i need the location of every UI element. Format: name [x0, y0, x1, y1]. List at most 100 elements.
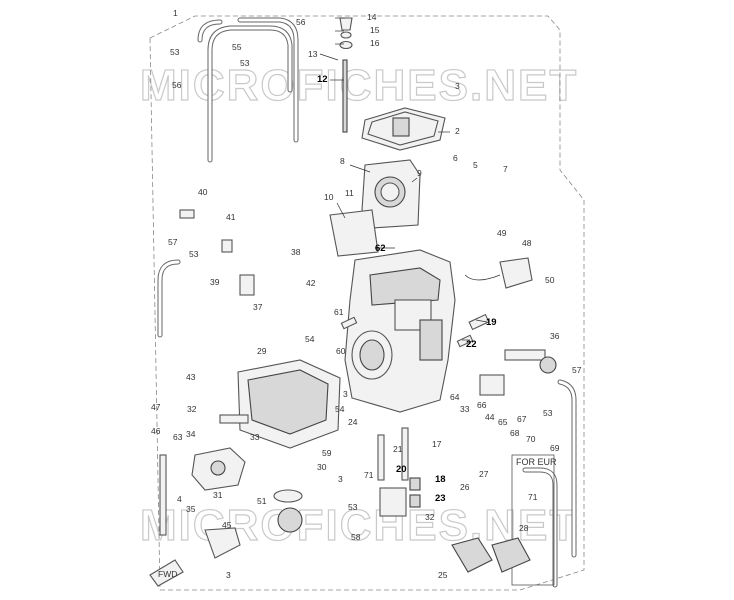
callout-28: 28	[519, 523, 529, 533]
callout-57b: 57	[572, 365, 582, 375]
pump-cover	[191, 447, 246, 491]
watermark-top: MICROFICHES.NET	[140, 61, 578, 110]
callout-1: 1	[173, 8, 178, 18]
callout-69: 69	[550, 443, 560, 453]
callout-29: 29	[257, 346, 267, 356]
callout-11: 11	[345, 188, 354, 198]
callout-24: 24	[348, 417, 358, 427]
carburetor-body	[344, 249, 456, 413]
callout-32a: 32	[187, 404, 197, 414]
callout-59: 59	[322, 448, 332, 458]
callout-66: 66	[477, 400, 487, 410]
callout-54a: 54	[305, 334, 315, 344]
callout-3a: 3	[455, 81, 460, 91]
callout-53a: 53	[170, 47, 180, 57]
callout-36: 36	[550, 331, 560, 341]
callout-43: 43	[186, 372, 196, 382]
callout-4: 4	[177, 494, 182, 504]
float-bowl	[237, 359, 341, 449]
callout-58: 58	[351, 532, 361, 542]
callout-39: 39	[210, 277, 220, 287]
callout-31: 31	[213, 490, 223, 500]
top-cover	[361, 107, 446, 151]
callout-2: 2	[455, 126, 460, 136]
for-eur-label: FOR EUR	[516, 457, 557, 467]
fwd-arrow: FWD	[149, 559, 184, 587]
callout-62: 62	[375, 243, 386, 254]
vent-hoses	[157, 17, 577, 588]
callout-35: 35	[186, 504, 196, 514]
callout-61: 61	[334, 307, 344, 317]
needle-clip-parts	[339, 17, 353, 50]
callout-20: 20	[396, 464, 407, 475]
callout-3d: 3	[226, 570, 231, 580]
hot-start-plunger	[504, 349, 557, 374]
callout-27: 27	[479, 469, 489, 479]
callout-25: 25	[438, 570, 448, 580]
callout-50: 50	[545, 275, 555, 285]
callout-38: 38	[291, 247, 301, 257]
callout-6: 6	[453, 153, 458, 163]
callout-42: 42	[306, 278, 316, 288]
callout-56b: 56	[172, 80, 182, 90]
callout-12: 12	[317, 74, 328, 85]
leader-lines	[319, 17, 488, 341]
callout-46: 46	[151, 426, 161, 436]
callout-53b: 53	[240, 58, 250, 68]
callout-18: 18	[435, 474, 446, 485]
jet-needle	[342, 59, 348, 133]
callout-34: 34	[186, 429, 196, 439]
callout-16: 16	[370, 38, 380, 48]
callout-3b: 3	[343, 389, 348, 399]
callout-5: 5	[473, 160, 478, 170]
callout-67: 67	[517, 414, 527, 424]
callout-30: 30	[317, 462, 327, 472]
callout-44: 44	[485, 412, 495, 422]
callout-22: 22	[466, 339, 477, 350]
callout-57a: 57	[168, 237, 178, 247]
callout-53d: 53	[543, 408, 553, 418]
callout-47: 47	[151, 402, 161, 412]
throttle-valve	[361, 159, 421, 229]
callout-15: 15	[370, 25, 380, 35]
jets-and-screws	[179, 209, 505, 533]
callout-68: 68	[510, 428, 520, 438]
callout-54b: 54	[335, 404, 345, 414]
assembly-boundary	[149, 15, 585, 591]
callout-64: 64	[450, 392, 460, 402]
callout-33a: 33	[460, 404, 470, 414]
callout-13: 13	[308, 49, 318, 59]
callout-8: 8	[340, 156, 345, 166]
callout-56a: 56	[296, 17, 306, 27]
valve-plate	[329, 209, 379, 257]
bowl-drain-cap	[451, 537, 531, 573]
callout-14: 14	[367, 12, 377, 22]
callout-3c: 3	[338, 474, 343, 484]
callout-65: 65	[498, 417, 508, 427]
callout-10: 10	[324, 192, 334, 202]
callout-51: 51	[257, 496, 267, 506]
callout-71b: 71	[528, 492, 538, 502]
callout-19: 19	[486, 317, 497, 328]
callout-53c: 53	[189, 249, 199, 259]
callout-33b: 33	[250, 432, 260, 442]
callout-48: 48	[522, 238, 532, 248]
callout-37: 37	[253, 302, 263, 312]
callout-53e: 53	[348, 502, 358, 512]
callouts: 1 56 14 15 16 53 55 53 13 56 12 3 2 8 6 …	[151, 8, 582, 580]
callout-45: 45	[222, 520, 232, 530]
callout-26: 26	[460, 482, 470, 492]
callout-17: 17	[432, 439, 442, 449]
fwd-label: FWD	[158, 569, 177, 579]
throttle-sensor	[464, 257, 533, 289]
callout-41: 41	[226, 212, 236, 222]
callout-40: 40	[198, 187, 208, 197]
callout-23: 23	[435, 493, 446, 504]
callout-71a: 71	[364, 470, 374, 480]
callout-7: 7	[503, 164, 508, 174]
callout-32b: 32	[425, 512, 435, 522]
callout-55: 55	[232, 42, 242, 52]
linkage-lever	[159, 454, 241, 559]
callout-70: 70	[526, 434, 536, 444]
